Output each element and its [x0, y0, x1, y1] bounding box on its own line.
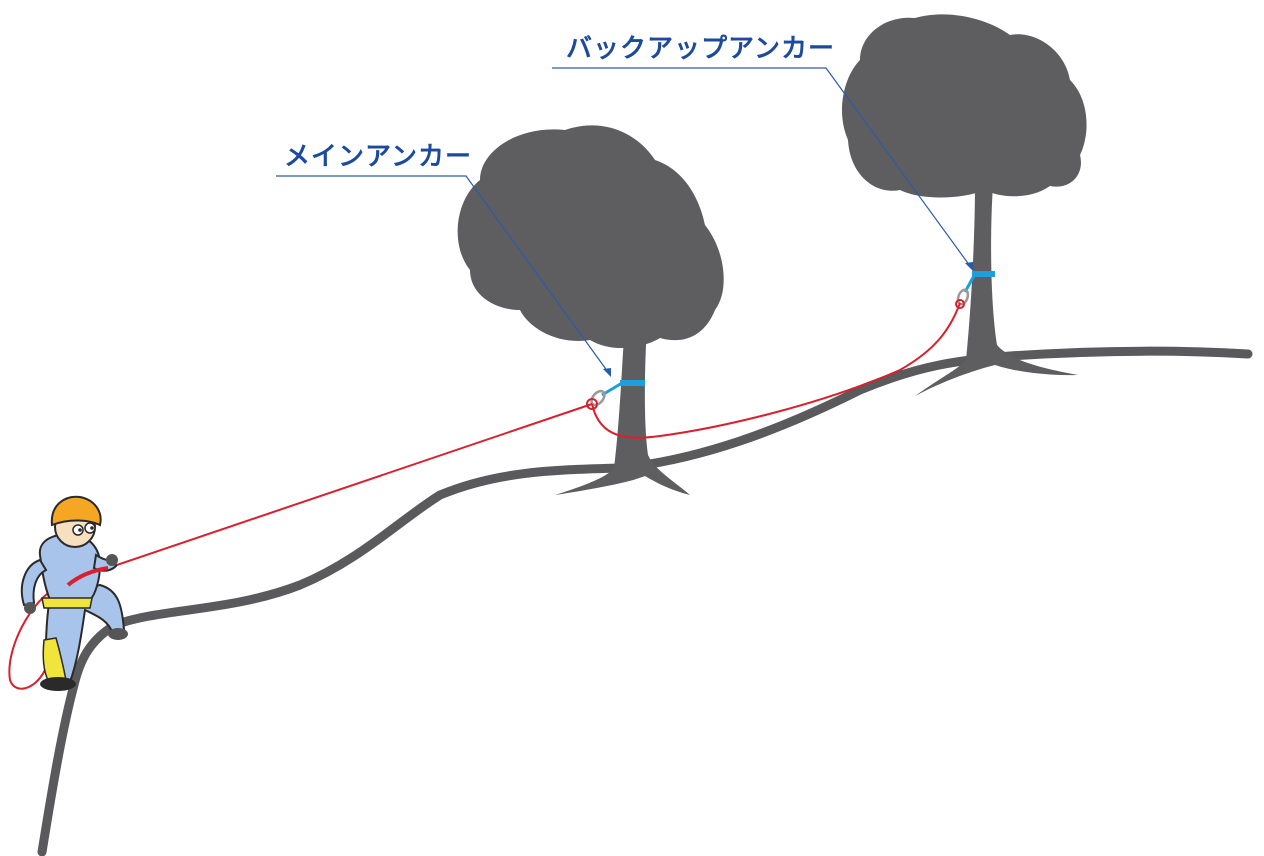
backup-tree-canopy [841, 14, 1087, 198]
backup-tree-sling [972, 271, 995, 277]
backup-tree [841, 14, 1087, 396]
main-anchor-arrowhead [603, 368, 611, 377]
rope-loop [8, 584, 61, 690]
backup-sling-leg [963, 273, 977, 293]
climber-pupil-right [90, 526, 94, 530]
climber-boot [40, 677, 76, 691]
backup-tree-trunk [915, 185, 1078, 396]
backup-anchor-arrowhead [965, 262, 973, 271]
rope-to-main-anchor [107, 403, 593, 569]
rope [8, 299, 965, 690]
climber-rope-device [66, 566, 109, 587]
climber-pupil-left [78, 528, 82, 532]
backup-anchor-leader [552, 67, 971, 267]
leader-lines [276, 67, 971, 373]
climber-glove-right [106, 554, 118, 566]
climber-eye-right [84, 522, 96, 534]
climber-front-boot [108, 628, 128, 640]
main-tree-sling [620, 380, 645, 386]
main-anchor-leader [276, 175, 609, 373]
main-tree-canopy [457, 125, 724, 349]
main-tree-trunk [555, 325, 690, 495]
climber-icon [20, 495, 128, 691]
backup-rope-knot [955, 299, 965, 309]
climber-eye-left [72, 524, 84, 536]
climber-helmet [50, 495, 102, 527]
main-rope-knot [586, 398, 598, 410]
climber-harness [41, 597, 93, 609]
rope-main-to-backup [591, 302, 961, 439]
climber-glove-left [24, 602, 36, 614]
climber-arm-left [20, 558, 48, 607]
backup-anchor-label: バックアップアンカー [566, 34, 835, 64]
main-anchor-label: メインアンカー [284, 142, 472, 172]
main-tree [457, 125, 724, 495]
